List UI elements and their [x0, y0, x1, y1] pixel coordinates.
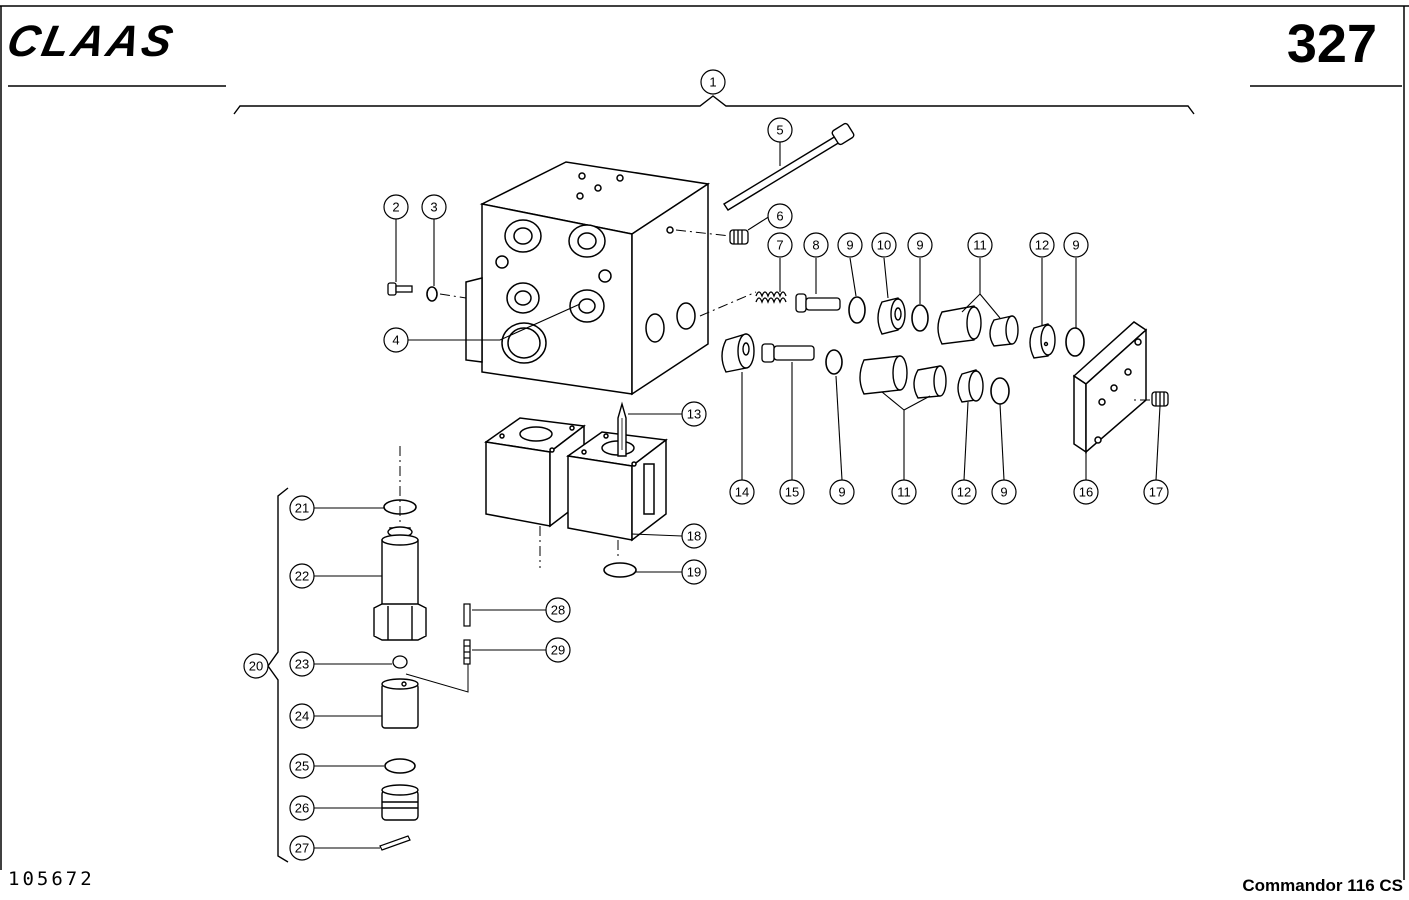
drawing-number: 105672: [8, 868, 95, 890]
callout-9: 9: [846, 238, 853, 253]
callout-1: 1: [709, 75, 716, 90]
callout-28: 28: [551, 603, 565, 618]
callout-14: 14: [735, 485, 749, 500]
page-number: 327: [1286, 14, 1377, 74]
callout-10: 10: [877, 238, 891, 253]
callout-19: 19: [687, 565, 701, 580]
callout-29: 29: [551, 643, 565, 658]
callout-17: 17: [1149, 485, 1163, 500]
callout-16: 16: [1079, 485, 1093, 500]
callout-15: 15: [785, 485, 799, 500]
callout-18: 18: [687, 529, 701, 544]
callout-26: 26: [295, 801, 309, 816]
callout-7: 7: [776, 238, 783, 253]
callout-20: 20: [249, 659, 263, 674]
callout-25: 25: [295, 759, 309, 774]
callout-5: 5: [776, 123, 783, 138]
callout-9: 9: [1000, 485, 1007, 500]
callout-4: 4: [392, 333, 399, 348]
solenoid-coils: [484, 417, 668, 542]
callout-9: 9: [1072, 238, 1079, 253]
callout-9: 9: [916, 238, 923, 253]
callout-6: 6: [776, 209, 783, 224]
callout-11: 11: [973, 238, 987, 253]
callout-22: 22: [295, 569, 309, 584]
callout-2: 2: [392, 200, 399, 215]
callout-8: 8: [812, 238, 819, 253]
callout-11: 11: [897, 485, 911, 500]
callout-3: 3: [430, 200, 437, 215]
callout-24: 24: [295, 709, 309, 724]
callout-12: 12: [1035, 238, 1049, 253]
callout-23: 23: [295, 657, 309, 672]
callout-21: 21: [295, 501, 309, 516]
valve-block: [465, 161, 711, 396]
model-name: Commandor 116 CS: [1242, 876, 1403, 895]
callout-27: 27: [295, 841, 309, 856]
callout-12: 12: [957, 485, 971, 500]
callout-9: 9: [838, 485, 845, 500]
callout-13: 13: [687, 407, 701, 422]
